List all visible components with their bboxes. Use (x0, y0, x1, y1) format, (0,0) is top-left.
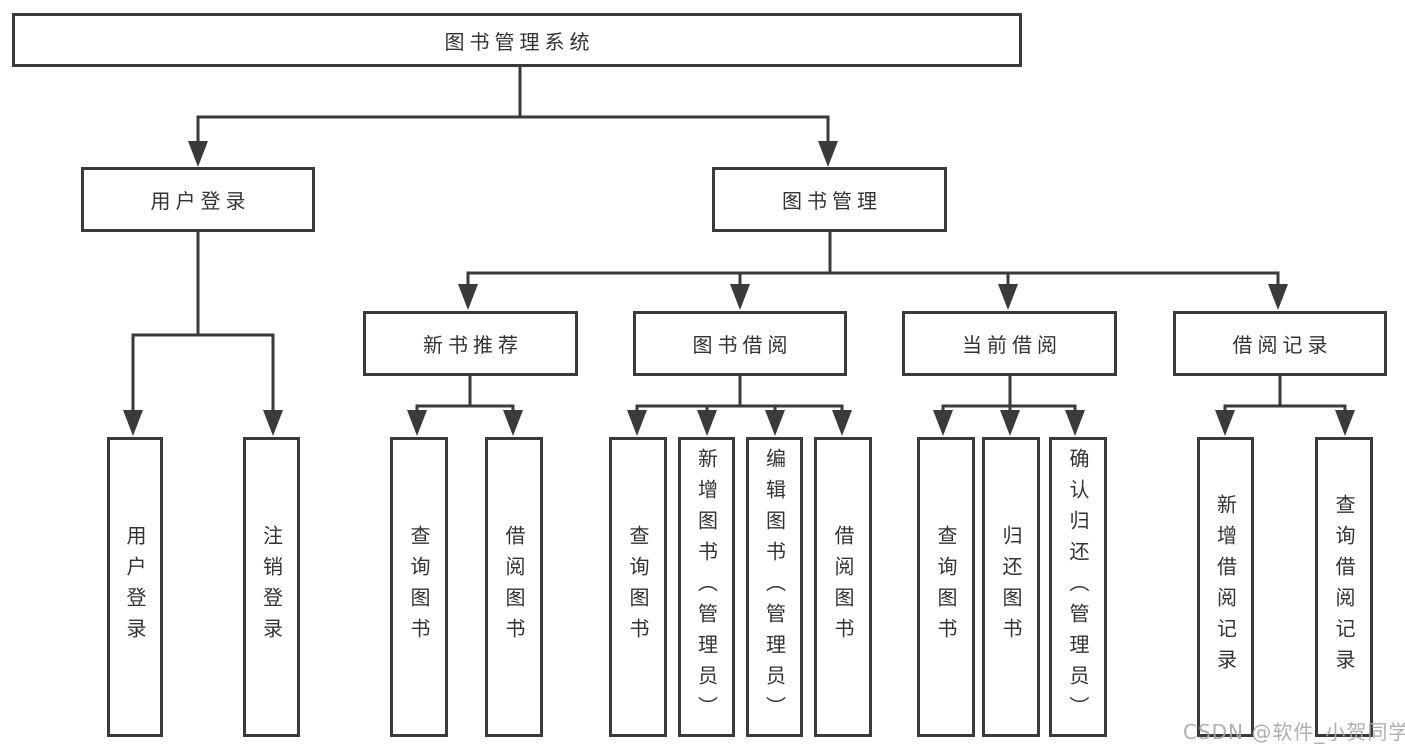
node-label: 借阅图书 (831, 525, 855, 649)
node-label: 归还图书 (999, 525, 1023, 649)
node-label: 新增图书（管理员） (694, 447, 719, 727)
node-label: 用户登录 (123, 525, 147, 649)
node-label: 查询图书 (934, 525, 958, 649)
node-label: 新增借阅记录 (1213, 494, 1238, 680)
node-label: 注销登录 (259, 525, 284, 649)
node-label: 图书借阅 (692, 333, 793, 357)
leaf-return-book: 归还图书 (982, 437, 1040, 737)
leaf-user-login: 用户登录 (107, 437, 163, 737)
node-label: 新书推荐 (423, 333, 523, 357)
node-label: 查询借阅记录 (1332, 494, 1356, 680)
leaf-query-borrow-record: 查询借阅记录 (1315, 437, 1373, 737)
node-user-login: 用户登录 (81, 167, 315, 232)
leaf-borrow-book: 借阅图书 (814, 437, 872, 737)
node-label: 当前借阅 (962, 333, 1062, 357)
leaf-borrow-book-recommend: 借阅图书 (485, 437, 543, 737)
node-root-system: 图书管理系统 (12, 13, 1022, 67)
node-label: 图书管理 (782, 189, 882, 213)
node-book-management: 图书管理 (712, 167, 947, 232)
node-borrow-records: 借阅记录 (1173, 311, 1387, 376)
leaf-query-book-current: 查询图书 (917, 437, 975, 737)
node-label: 用户登录 (150, 189, 251, 213)
node-label: 确认归还（管理员） (1066, 447, 1090, 727)
node-label: 查询图书 (626, 525, 650, 649)
leaf-add-book-admin: 新增图书（管理员） (678, 437, 735, 737)
node-book-borrow: 图书借阅 (633, 311, 847, 376)
node-current-borrow: 当前借阅 (902, 311, 1117, 376)
leaf-edit-book-admin: 编辑图书（管理员） (746, 437, 803, 737)
node-label: 图书管理系统 (444, 29, 595, 54)
node-label: 查询图书 (407, 525, 431, 649)
leaf-logout: 注销登录 (243, 437, 300, 737)
node-new-book-recommend: 新书推荐 (363, 311, 578, 376)
leaf-query-book-recommend: 查询图书 (390, 437, 448, 737)
leaf-query-book-borrow: 查询图书 (609, 437, 667, 737)
node-label: 借阅记录 (1232, 333, 1333, 357)
arrowheads (123, 141, 1355, 436)
leaf-add-borrow-record: 新增借阅记录 (1197, 437, 1254, 737)
node-label: 编辑图书（管理员） (762, 447, 787, 727)
csdn-watermark: CSDN @软件_小贺同学 (1183, 720, 1405, 744)
leaf-confirm-return-admin: 确认归还（管理员） (1049, 437, 1107, 737)
node-label: 借阅图书 (502, 525, 526, 649)
